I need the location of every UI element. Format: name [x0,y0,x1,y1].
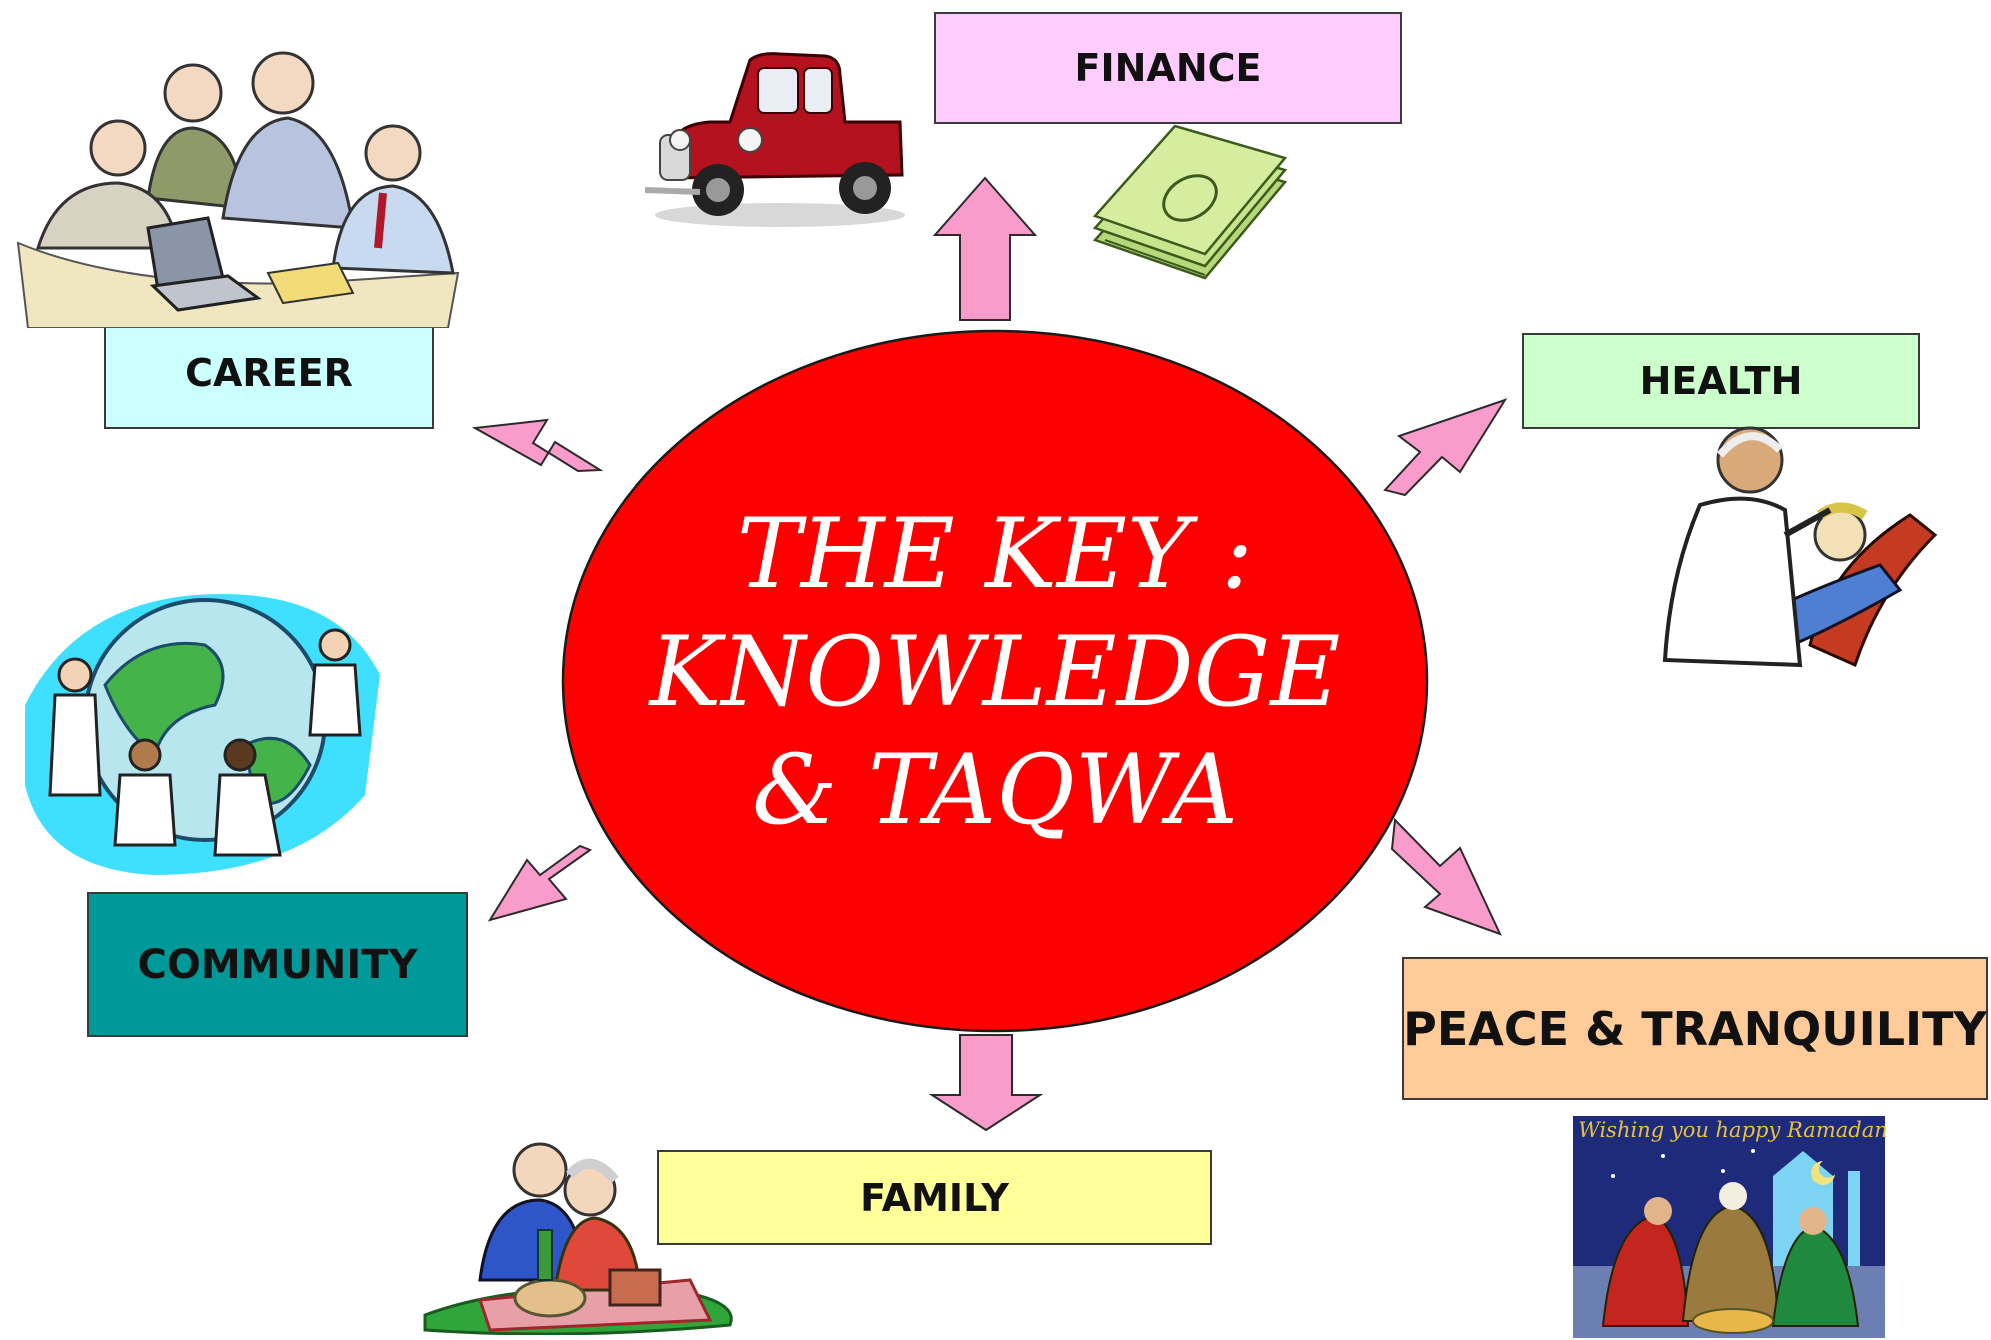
center-line-1: THE KEY : [736,498,1254,610]
health-label: HEALTH [1639,359,1803,403]
money-stack-icon [1085,110,1290,285]
office-team-icon [8,48,468,328]
peace-label: PEACE & TRANQUILITY [1403,1001,1987,1056]
arrow-to-family [928,1034,1044,1132]
arrow-to-career [471,418,604,473]
arrow-to-peace [1390,817,1502,936]
doctor-patient-icon [1640,415,1940,675]
family-label: FAMILY [860,1175,1009,1220]
community-box: COMMUNITY [87,892,468,1037]
world-children-icon [15,585,385,885]
ramadan-prayer-icon [1573,1116,1885,1338]
center-line-2: KNOWLEDGE [649,616,1341,728]
center-title: THE KEY : KNOWLEDGE & TAQWA [555,495,1435,849]
peace-box: PEACE & TRANQUILITY [1402,957,1988,1100]
ramadan-caption: Wishing you happy Ramadan [1578,1118,1888,1142]
career-label: CAREER [185,351,353,395]
arrow-to-community [487,844,593,922]
red-pickup-truck-icon [640,50,915,235]
family-box: FAMILY [657,1150,1212,1245]
center-ellipse [561,329,1429,1033]
arrow-to-finance [932,176,1038,321]
career-box: CAREER [104,317,434,429]
arrow-to-health [1383,398,1508,497]
picnic-couple-icon [420,1130,740,1335]
community-label: COMMUNITY [137,941,418,988]
finance-box: FINANCE [934,12,1402,124]
center-line-3: & TAQWA [752,734,1238,846]
health-box: HEALTH [1522,333,1920,429]
finance-label: FINANCE [1074,46,1262,90]
